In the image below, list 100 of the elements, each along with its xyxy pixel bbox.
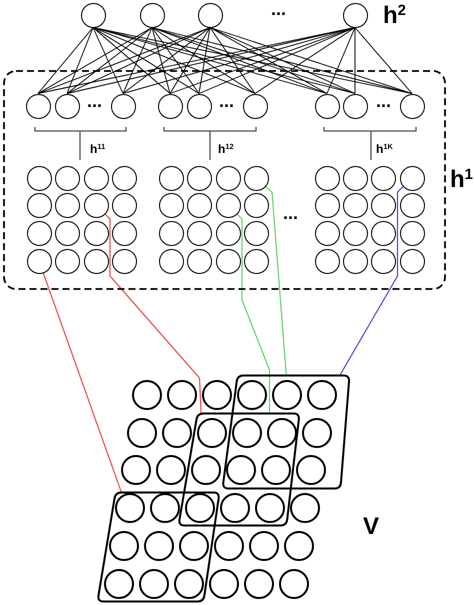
node-circle: [342, 248, 368, 274]
node-circle: [140, 2, 164, 28]
connection-line: [122, 27, 152, 94]
node-circle: [342, 220, 368, 246]
node-circle: [179, 531, 209, 561]
node-circle: [279, 569, 309, 599]
connection-line: [198, 27, 210, 94]
ellipsis: ...: [87, 92, 102, 110]
node-circle: [244, 248, 268, 274]
node-circle: [26, 192, 52, 218]
node-circle: [156, 455, 186, 485]
node-circle: [314, 248, 340, 274]
connection-line: [354, 27, 356, 94]
node-circle: [84, 248, 108, 274]
connection-line: [152, 27, 256, 94]
node-circle: [186, 220, 212, 246]
node-circle: [216, 220, 240, 246]
node-circle: [314, 220, 340, 246]
connection-line: [92, 27, 124, 94]
layer-label: V: [363, 515, 380, 539]
connection-line: [152, 27, 200, 94]
connection-line: [104, 213, 202, 414]
node-circle: [370, 166, 396, 190]
dashed-frame: [3, 70, 446, 290]
node-circle: [54, 166, 80, 190]
ellipsis: ...: [271, 0, 286, 18]
connection-line: [210, 27, 256, 94]
node-circle: [216, 166, 240, 190]
node-circle: [237, 380, 267, 410]
node-circle: [115, 493, 145, 523]
node-circle: [242, 94, 268, 118]
ellipsis: ...: [219, 92, 234, 110]
connection-line: [340, 186, 404, 376]
connection-line: [354, 27, 412, 94]
node-circle: [244, 569, 274, 599]
connection-line: [152, 27, 412, 94]
node-circle: [220, 493, 250, 523]
connection-line: [254, 27, 356, 94]
node-circle: [261, 455, 291, 485]
node-circle: [186, 166, 212, 190]
node-circle: [109, 531, 139, 561]
node-circle: [84, 192, 108, 218]
node-circle: [132, 380, 162, 410]
node-circle: [198, 2, 222, 28]
node-circle: [191, 455, 221, 485]
node-circle: [342, 192, 368, 218]
node-circle: [197, 418, 227, 448]
layer-label: h$^{1}$: [450, 168, 473, 192]
node-circle: [400, 166, 424, 190]
connection-line: [122, 27, 210, 94]
node-circle: [202, 380, 232, 410]
connection-line: [92, 27, 170, 94]
node-circle: [110, 94, 136, 118]
node-circle: [26, 220, 52, 246]
node-circle: [158, 248, 184, 274]
node-circle: [186, 192, 212, 218]
node-circle: [84, 220, 108, 246]
layer-label: h$^{2}$: [383, 4, 406, 28]
connection-line: [152, 27, 170, 94]
node-circle: [400, 248, 424, 274]
node-circle: [127, 418, 157, 448]
node-circle: [54, 94, 80, 118]
node-circle: [186, 248, 212, 274]
node-circle: [267, 418, 297, 448]
node-circle: [284, 531, 314, 561]
connection-line: [38, 27, 152, 94]
connection-line: [265, 186, 287, 376]
node-circle: [158, 166, 184, 190]
node-circle: [144, 531, 174, 561]
node-circle: [314, 94, 340, 118]
node-circle: [214, 531, 244, 561]
connection-line: [236, 213, 270, 413]
connection-line: [42, 272, 122, 492]
node-circle: [26, 248, 52, 274]
node-circle: [216, 248, 240, 274]
connection-line: [66, 27, 94, 94]
connection-line: [92, 27, 256, 94]
node-circle: [302, 418, 332, 448]
node-circle: [162, 418, 192, 448]
node-circle: [400, 192, 424, 218]
node-circle: [249, 531, 279, 561]
node-circle: [342, 94, 368, 118]
connection-line: [66, 27, 152, 94]
node-circle: [400, 94, 424, 118]
node-circle: [54, 248, 80, 274]
connection-line: [38, 27, 94, 94]
node-circle: [26, 166, 52, 190]
node-circle: [307, 380, 337, 410]
node-circle: [226, 455, 256, 485]
patch-outline: [220, 374, 350, 490]
node-circle: [314, 166, 340, 190]
node-circle: [80, 2, 106, 28]
group-label: h$^{12}$: [218, 143, 234, 155]
node-circle: [342, 2, 368, 28]
node-circle: [158, 94, 182, 118]
node-circle: [158, 192, 184, 218]
connection-line: [92, 27, 200, 94]
node-circle: [209, 569, 239, 599]
node-circle: [314, 192, 340, 218]
node-circle: [26, 94, 50, 118]
